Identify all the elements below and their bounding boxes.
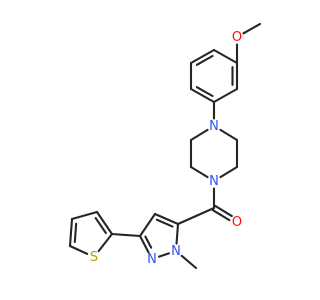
atom-label-n-pyrazole-methyl: N bbox=[171, 244, 181, 259]
single-bond bbox=[242, 22, 262, 35]
atom-label-n-piperazine-bottom: N bbox=[209, 174, 219, 189]
double-bond-b bbox=[214, 204, 233, 218]
single-bond bbox=[70, 210, 99, 221]
single-bond bbox=[189, 128, 209, 142]
double-bond-outer bbox=[153, 212, 180, 226]
single-bond bbox=[212, 87, 239, 104]
single-bond bbox=[175, 222, 180, 245]
single-bond bbox=[212, 48, 239, 65]
double-bond-outer bbox=[68, 217, 74, 248]
double-bond-a bbox=[211, 209, 231, 222]
double-bond-inner bbox=[73, 222, 78, 244]
double-bond-inner bbox=[195, 54, 214, 66]
double-bond-outer bbox=[189, 48, 216, 65]
bond-layer bbox=[68, 22, 262, 270]
double-bond-outer bbox=[95, 210, 114, 236]
single-bond bbox=[158, 252, 170, 258]
single-bond bbox=[219, 128, 239, 142]
single-bond bbox=[68, 244, 89, 255]
single-bond bbox=[180, 254, 198, 270]
atom-label-o-methoxy: O bbox=[232, 30, 242, 45]
single-bond bbox=[219, 165, 239, 179]
double-bond-inner bbox=[144, 235, 153, 249]
single-bond bbox=[97, 232, 114, 253]
double-bond-inner bbox=[195, 86, 214, 98]
atom-label-s-thiophene: S bbox=[90, 250, 98, 265]
single-bond bbox=[110, 232, 142, 238]
atom-label-o-carbonyl: O bbox=[232, 215, 242, 230]
double-bond-inner bbox=[94, 217, 107, 235]
atom-label-n-pyrazole-left: N bbox=[147, 252, 157, 267]
single-bond bbox=[176, 206, 216, 226]
double-bond-inner bbox=[155, 218, 174, 228]
single-bond bbox=[138, 212, 157, 238]
double-bond-outer bbox=[189, 87, 216, 104]
single-bond bbox=[189, 165, 209, 179]
double-bond-outer bbox=[138, 234, 150, 254]
atom-label-n-piperazine-top: N bbox=[209, 119, 219, 134]
